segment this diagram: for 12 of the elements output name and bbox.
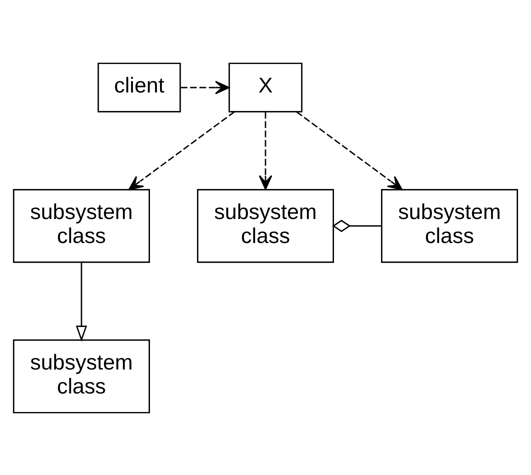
arrow	[76, 262, 88, 342]
node-box: subsystem class	[12, 188, 150, 262]
arrow	[180, 80, 230, 94]
connector	[332, 219, 382, 232]
node-box: subsystem class	[197, 188, 334, 262]
node-box: client	[98, 62, 181, 112]
arrow	[296, 110, 403, 190]
arrow	[258, 111, 272, 190]
arrow	[128, 110, 235, 190]
node-box: X	[228, 62, 302, 112]
node-box: subsystem class	[12, 338, 150, 413]
node-box: subsystem class	[381, 188, 518, 262]
